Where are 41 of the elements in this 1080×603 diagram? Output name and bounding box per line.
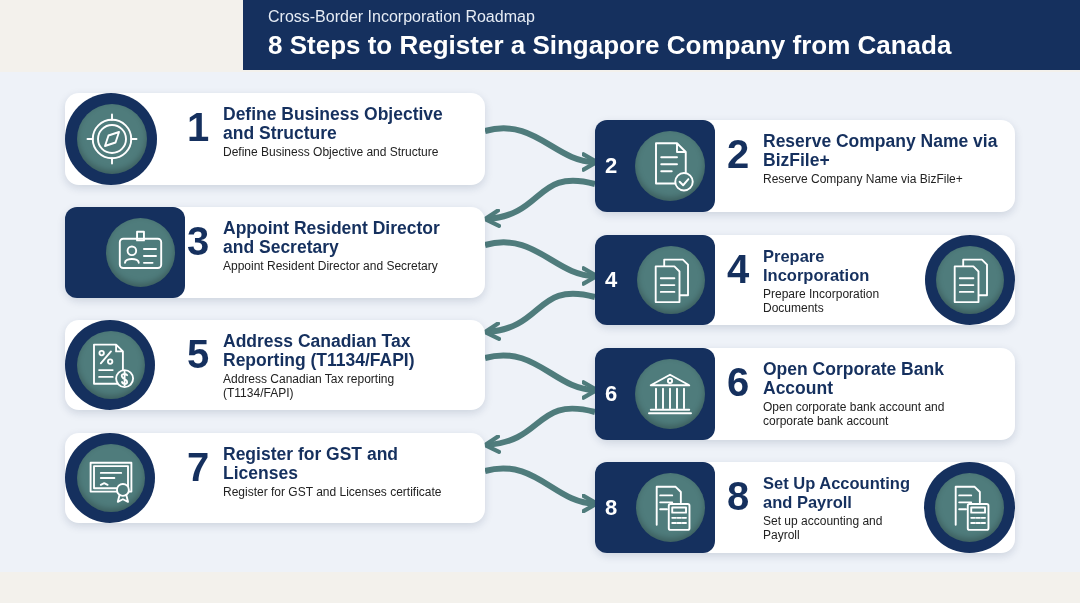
step-number: 3 <box>187 221 210 261</box>
step-card <box>595 235 1015 325</box>
step-card <box>65 433 485 523</box>
step-description: Appoint Resident Director and Secretary <box>223 260 439 274</box>
step-title: Appoint Resident Director and Secretary <box>223 219 441 257</box>
step-title: Reserve Company Name via BizFile+ <box>763 132 999 170</box>
step-description: Set up accounting and Payroll <box>763 515 884 542</box>
step-card <box>595 462 1015 553</box>
step-number: 7 <box>187 447 210 487</box>
step-title: Open Corporate Bank Account <box>763 360 945 398</box>
step-number: 6 <box>727 362 750 402</box>
step-number: 2 <box>727 134 750 174</box>
step-title: Define Business Objective and Structure <box>223 105 444 143</box>
step-card <box>65 320 485 410</box>
step-description: Reserve Company Name via BizFile+ <box>763 173 964 187</box>
step-number: 8 <box>727 476 750 516</box>
step-card <box>65 207 485 298</box>
arrow <box>483 290 596 341</box>
step-number: 4 <box>605 269 618 291</box>
step-card <box>595 120 1015 212</box>
title: 8 Steps to Register a Singapore Company from Canada <box>268 30 952 61</box>
step-description: Register for GST and Licenses certificate <box>223 486 443 500</box>
arrow <box>483 177 596 228</box>
step-card <box>595 348 1015 440</box>
subtitle: Cross-Border Incorporation Roadmap <box>268 8 535 26</box>
step-description: Address Canadian Tax reporting (T1134/FAPI) <box>223 373 396 400</box>
step-number: 5 <box>187 334 210 374</box>
step-description: Open corporate bank account and corporate bank account <box>763 401 946 428</box>
step-title: Register for GST and Licenses <box>223 445 400 483</box>
step-number: 1 <box>187 107 210 147</box>
step-card <box>65 93 485 185</box>
step-number: 4 <box>727 249 750 289</box>
step-title: Prepare Incorporation <box>763 247 871 285</box>
step-description: Define Business Objective and Structure <box>223 146 440 160</box>
step-number: 8 <box>605 496 618 519</box>
arrow <box>483 405 596 454</box>
step-title: Set Up Accounting and Payroll <box>763 474 911 512</box>
step-number: 2 <box>605 155 618 177</box>
step-title: Address Canadian Tax Reporting (T1134/FAPI) <box>223 332 416 370</box>
step-description: Prepare Incorporation Documents <box>763 288 881 315</box>
step-number: 6 <box>605 383 618 405</box>
